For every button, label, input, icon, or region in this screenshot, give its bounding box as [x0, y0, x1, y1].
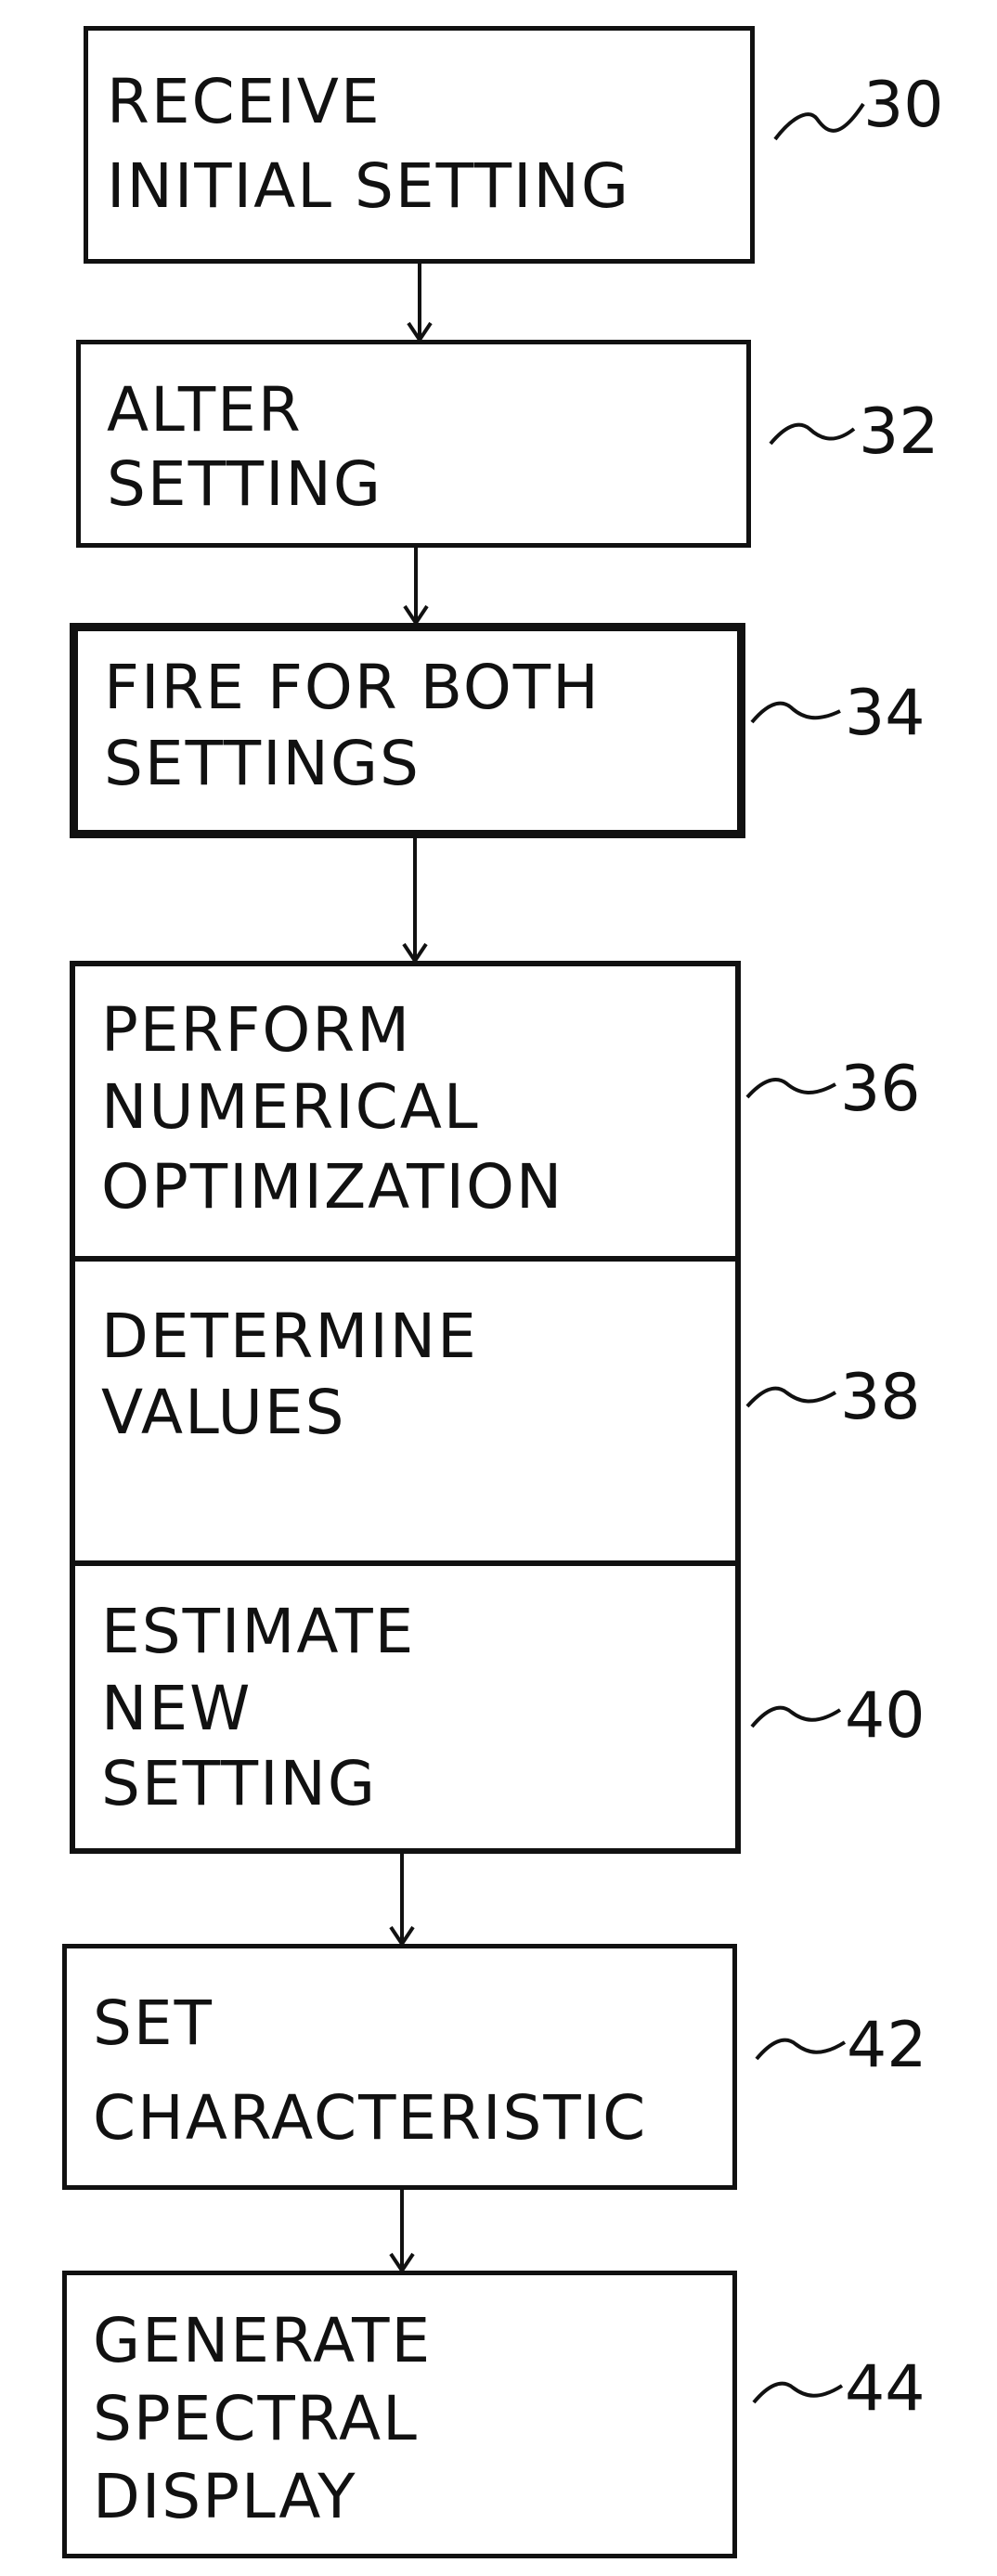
step-34-line-1: FIRE FOR BOTH — [104, 657, 601, 718]
step-36-line-1: PERFORM — [101, 1000, 411, 1061]
step-40-line-1: ESTIMATE — [101, 1601, 415, 1663]
step-section-perform-numerical-optimization: PERFORM NUMERICAL OPTIMIZATION — [75, 966, 735, 1256]
ref-label-34: 34 — [845, 682, 926, 745]
step-40-line-2: NEW — [101, 1678, 252, 1740]
step-section-estimate-new-setting: ESTIMATE NEW SETTING — [75, 1566, 735, 1848]
ref-label-38: 38 — [840, 1366, 921, 1430]
step-30-line-2: INITIAL SETTING — [107, 156, 630, 217]
ref-label-36: 36 — [840, 1058, 921, 1121]
leader-40 — [752, 1708, 840, 1727]
step-42-line-1: SET — [93, 1993, 214, 2054]
leader-42 — [757, 2040, 845, 2059]
step-44-line-2: SPECTRAL — [93, 2388, 419, 2450]
step-36-line-3: OPTIMIZATION — [101, 1157, 563, 1218]
step-box-generate-spectral-display: GENERATE SPECTRAL DISPLAY — [62, 2271, 737, 2558]
ref-label-44: 44 — [845, 2358, 926, 2421]
step-32-line-1: ALTER — [107, 380, 303, 441]
step-stack-optimization: PERFORM NUMERICAL OPTIMIZATION DETERMINE… — [70, 961, 741, 1854]
step-42-line-2: CHARACTERISTIC — [93, 2088, 647, 2149]
step-38-line-2: VALUES — [101, 1382, 345, 1443]
step-30-line-1: RECEIVE — [107, 71, 382, 133]
step-32-line-2: SETTING — [107, 454, 382, 515]
step-38-line-1: DETERMINE — [101, 1306, 478, 1367]
step-36-line-2: NUMERICAL — [101, 1077, 480, 1138]
step-44-line-1: GENERATE — [93, 2311, 432, 2372]
leader-38 — [747, 1389, 835, 1406]
leader-44 — [754, 2384, 842, 2402]
step-box-receive-initial-setting: RECEIVE INITIAL SETTING — [84, 26, 755, 264]
ref-label-32: 32 — [859, 401, 939, 464]
step-44-line-3: DISPLAY — [93, 2466, 357, 2528]
step-box-set-characteristic: SET CHARACTERISTIC — [62, 1944, 737, 2190]
step-40-line-3: SETTING — [101, 1754, 377, 1815]
step-34-line-2: SETTINGS — [104, 733, 421, 795]
leader-32 — [770, 425, 854, 444]
ref-label-40: 40 — [845, 1685, 926, 1748]
step-section-determine-values: DETERMINE VALUES — [75, 1262, 735, 1560]
ref-label-42: 42 — [847, 2014, 927, 2078]
step-box-fire-for-both-settings: FIRE FOR BOTH SETTINGS — [70, 623, 745, 838]
step-box-alter-setting: ALTER SETTING — [76, 340, 751, 548]
leader-30 — [775, 104, 863, 139]
leader-36 — [747, 1080, 835, 1097]
ref-label-30: 30 — [863, 74, 944, 137]
leader-34 — [752, 704, 840, 722]
